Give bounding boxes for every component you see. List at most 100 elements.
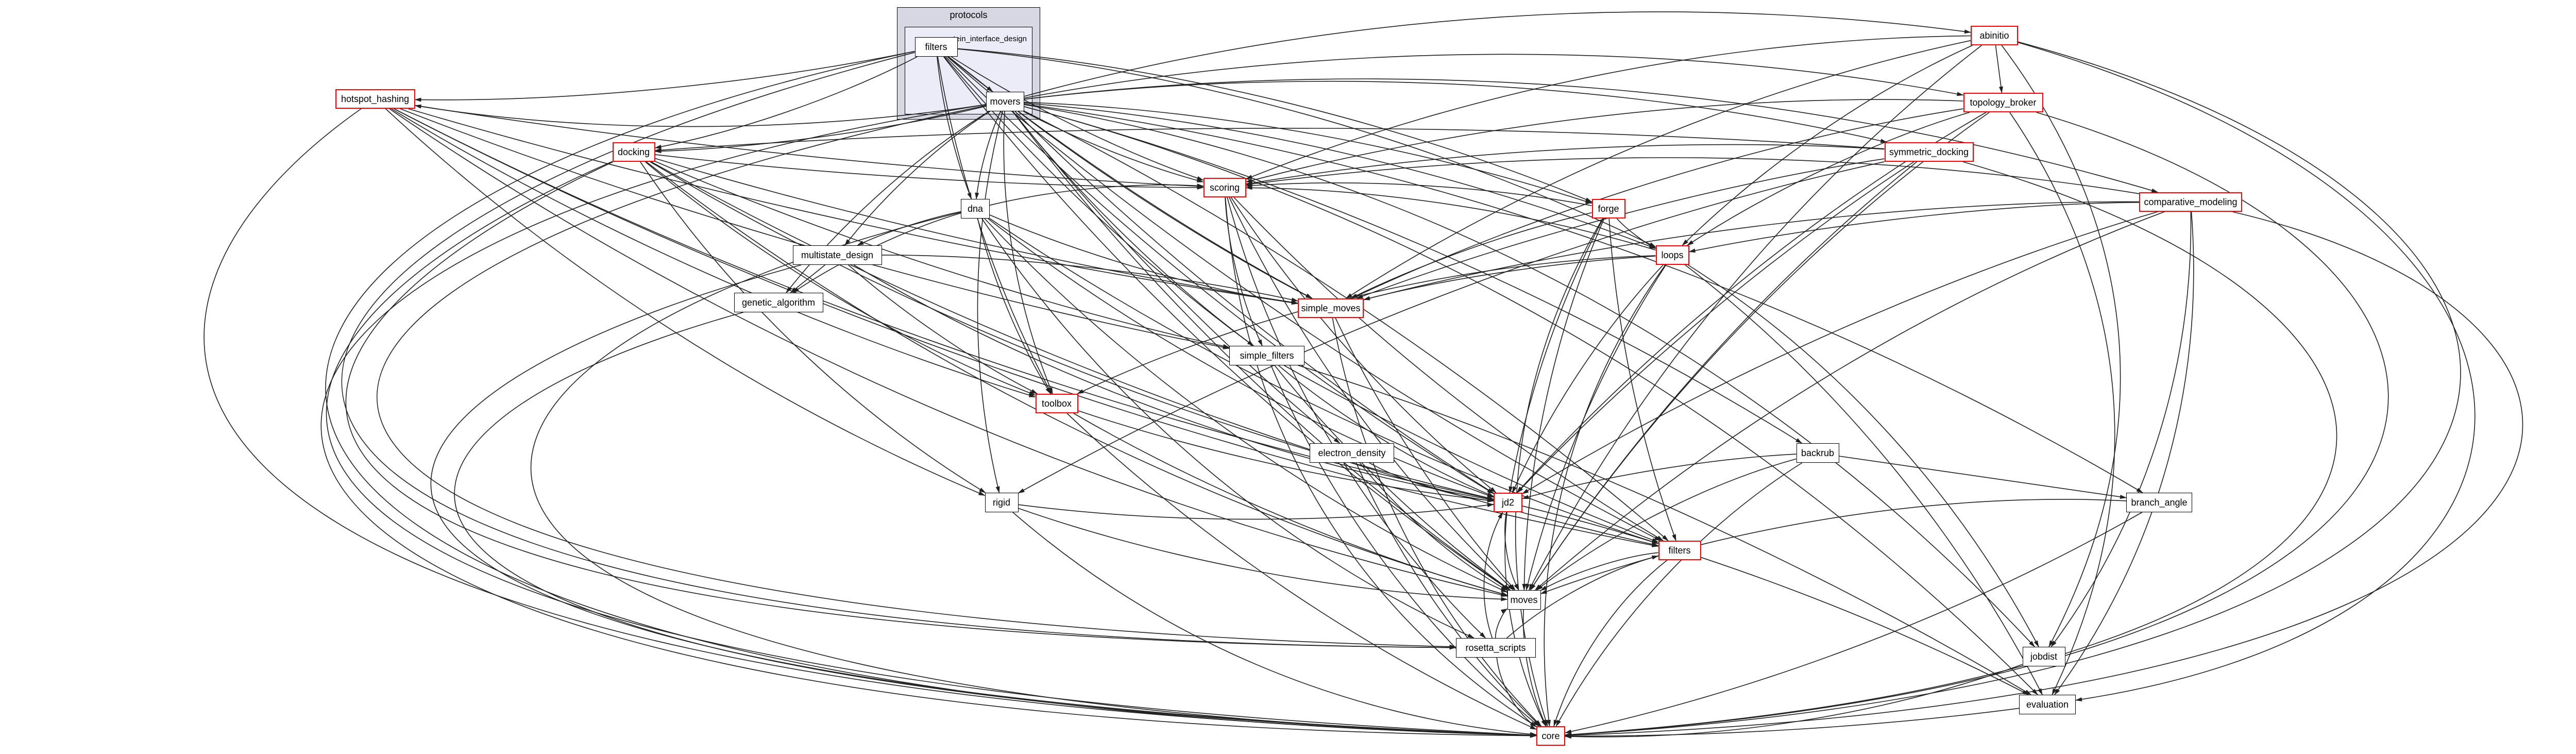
edge-genetic_algorithm-to-core: [454, 312, 1537, 738]
edge-dna-to-filters_mid: [989, 218, 1659, 544]
edge-forge-to-filters_mid: [1608, 218, 1676, 541]
edge-dna-to-moves_mid: [984, 218, 1508, 593]
edge-rigid-to-jd2: [1018, 503, 1494, 520]
edge-simple_moves-to-moves_mid: [1335, 317, 1516, 591]
edge-filters_mid-to-core: [1553, 560, 1668, 727]
edge-movers-to-comparative_modeling: [1024, 78, 2159, 193]
edge-docking-to-jd2: [650, 161, 1494, 500]
edge-jobdist-to-core: [1565, 664, 2023, 739]
edge-docking-to-scoring: [655, 154, 1204, 190]
node-hotspot_hashing[interactable]: hotspot_hashing: [335, 89, 415, 109]
edge-symmetric_docking-to-rigid: [1018, 161, 1885, 494]
cluster-protein-interface-design-label[interactable]: protein_interface_design: [942, 35, 1027, 43]
node-simple_moves[interactable]: simple_moves: [1298, 298, 1364, 318]
edge-topology_broker-to-loops: [1687, 112, 1970, 246]
edge-hotspot_hashing-to-rigid: [385, 108, 986, 496]
edge-loops-to-evaluation: [1685, 264, 2043, 695]
node-symmetric_docking[interactable]: symmetric_docking: [1884, 142, 1974, 162]
edge-rosetta_scripts-to-moves_mid: [1495, 608, 1508, 639]
edge-backrub-to-branch_angle: [1839, 456, 2127, 499]
edge-movers-to-branch_angle: [1024, 104, 2143, 493]
edge-rigid-to-moves_mid: [1018, 508, 1508, 601]
edge-movers-to-electron_density: [1012, 111, 1341, 444]
node-rosetta_scripts[interactable]: rosetta_scripts: [1455, 638, 1536, 658]
node-filters_pid[interactable]: filters: [914, 37, 958, 57]
edge-movers-to-rigid: [977, 111, 1003, 493]
edge-symmetric_docking-to-core: [1565, 161, 2337, 737]
node-electron_density[interactable]: electron_density: [1310, 443, 1394, 463]
node-branch_angle[interactable]: branch_angle: [2126, 493, 2192, 512]
edge-filters_pid-to-jd2: [945, 56, 1494, 494]
edge-forge-to-moves_mid: [1522, 218, 1605, 591]
node-scoring[interactable]: scoring: [1203, 178, 1246, 197]
node-jobdist[interactable]: jobdist: [2022, 647, 2065, 666]
node-abinitio[interactable]: abinitio: [1971, 26, 2018, 45]
edge-movers-to-jobdist: [1024, 104, 2035, 647]
edge-movers-to-scoring: [1023, 111, 1204, 182]
node-core[interactable]: core: [1536, 726, 1565, 746]
node-simple_filters[interactable]: simple_filters: [1229, 346, 1304, 365]
edge-comparative_modeling-to-core: [1565, 211, 2523, 738]
edge-docking-to-rosetta_scripts: [345, 161, 1456, 650]
edge-docking-to-simple_filters: [655, 161, 1230, 348]
node-moves_mid[interactable]: moves: [1507, 590, 1541, 610]
edge-loops-to-simple_moves: [1363, 256, 1656, 300]
node-forge[interactable]: forge: [1591, 199, 1625, 219]
node-multistate_design[interactable]: multistate_design: [792, 245, 882, 265]
node-dna[interactable]: dna: [961, 199, 990, 219]
node-loops[interactable]: loops: [1655, 245, 1689, 265]
edge-rosetta_scripts-to-jd2: [1483, 512, 1503, 639]
edge-simple_filters-to-moves_mid: [1274, 365, 1511, 591]
edge-scoring-to-core: [1225, 197, 1537, 727]
edge-movers-to-simple_moves: [1018, 111, 1313, 299]
node-genetic_algorithm[interactable]: genetic_algorithm: [734, 293, 823, 312]
edge-hotspot_hashing-to-toolbox: [391, 108, 1036, 398]
node-movers[interactable]: movers: [986, 92, 1024, 111]
cluster-protocols-label[interactable]: protocols: [950, 10, 988, 20]
edge-backrub-to-moves_mid: [1536, 458, 1797, 591]
node-comparative_modeling[interactable]: comparative_modeling: [2139, 192, 2242, 212]
edge-filters_pid-to-core: [325, 51, 1537, 738]
edge-branch_angle-to-moves_mid: [1540, 499, 2127, 594]
edge-jd2-to-moves_mid: [1504, 512, 1519, 591]
edge-hotspot_hashing-to-core: [204, 108, 1537, 738]
node-filters_mid[interactable]: filters: [1658, 541, 1701, 560]
node-topology_broker[interactable]: topology_broker: [1963, 93, 2043, 112]
edge-docking-to-toolbox: [645, 161, 1036, 396]
edge-symmetric_docking-to-docking: [654, 128, 1885, 153]
edge-filters_pid-to-loops: [957, 48, 1656, 247]
edge-multistate_design-to-core: [430, 264, 1537, 738]
edge-loops-to-moves_mid: [1526, 264, 1667, 591]
edge-electron_density-to-jd2: [1369, 462, 1494, 502]
edge-topology_broker-to-jd2: [1516, 112, 1987, 493]
edge-evaluation-to-core: [1565, 708, 2020, 739]
edge-simple_filters-to-core: [1270, 365, 1539, 727]
edge-moves_mid-to-core: [1522, 609, 1547, 727]
edge-multistate_design-to-toolbox: [848, 264, 1038, 394]
edge-filters_pid-to-moves_mid: [943, 56, 1510, 591]
edge-filters_pid-to-forge: [957, 48, 1592, 203]
node-backrub[interactable]: backrub: [1796, 443, 1839, 463]
node-evaluation[interactable]: evaluation: [2019, 695, 2076, 714]
edge-docking-to-filters_mid: [651, 161, 1659, 546]
edge-toolbox-to-moves_mid: [1073, 413, 1508, 596]
edge-loops-to-core: [1544, 264, 1666, 727]
edge-hotspot_hashing-to-simple_moves: [408, 108, 1298, 305]
edge-comparative_modeling-to-scoring: [1245, 157, 2140, 194]
edge-abinitio-to-topology_broker: [1995, 45, 2003, 93]
edge-simple_filters-to-evaluation: [1298, 365, 2031, 695]
edge-backrub-to-jd2: [1522, 454, 1797, 499]
edge-filters_pid-to-filters_mid: [947, 56, 1661, 541]
node-toolbox[interactable]: toolbox: [1035, 394, 1078, 413]
edge-forge-to-simple_moves: [1350, 212, 1592, 299]
node-jd2[interactable]: jd2: [1494, 493, 1522, 512]
edge-symmetric_docking-to-scoring: [1245, 144, 1885, 186]
edge-movers-to-rosetta_scripts: [377, 105, 1456, 649]
edge-movers-to-docking: [654, 106, 987, 154]
node-docking[interactable]: docking: [612, 142, 655, 162]
edge-simple_filters-to-filters_mid: [1284, 365, 1659, 543]
node-rigid[interactable]: rigid: [985, 493, 1019, 512]
edge-movers-to-core: [320, 104, 1537, 738]
edge-docking-to-moves_mid: [646, 161, 1508, 596]
edge-electron_density-to-moves_mid: [1359, 462, 1508, 591]
